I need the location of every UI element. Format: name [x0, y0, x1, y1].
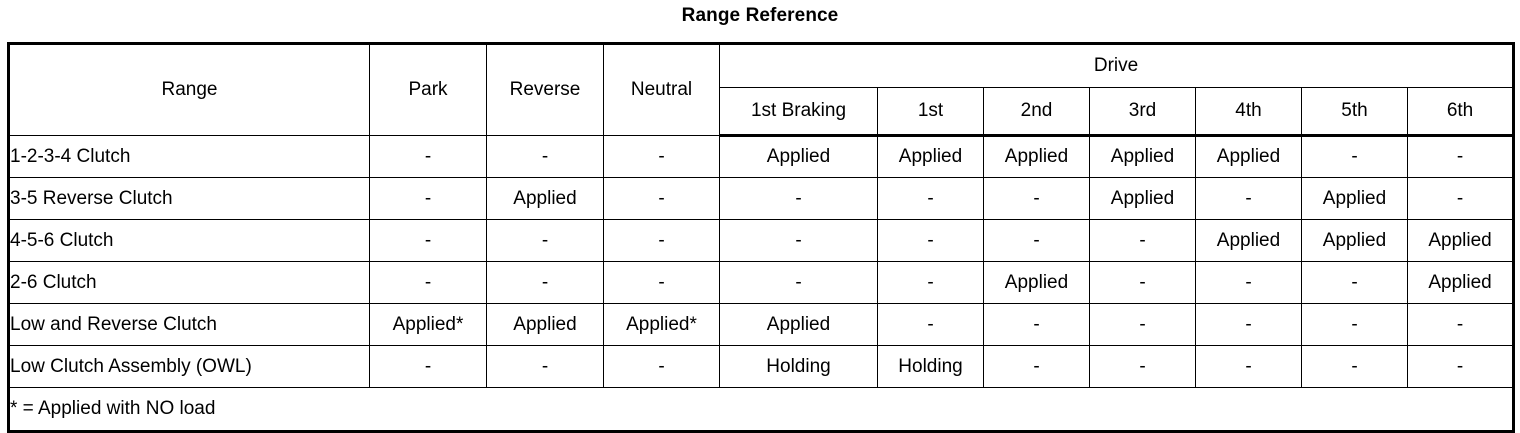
cell-5th: -: [1301, 345, 1408, 388]
cell-neutral: -: [603, 261, 720, 304]
cell-1st: -: [877, 261, 984, 304]
cell-5th: -: [1301, 261, 1408, 304]
column-header-range: Range: [8, 43, 370, 136]
cell-1st: -: [877, 219, 984, 262]
column-header-1st-braking: 1st Braking: [719, 87, 878, 137]
cell-1st-braking: -: [719, 261, 878, 304]
cell-1st: -: [877, 177, 984, 220]
cell-3rd: Applied: [1089, 135, 1196, 178]
cell-1st-braking: Applied: [719, 135, 878, 178]
cell-5th: -: [1301, 135, 1408, 178]
cell-1st: Applied: [877, 135, 984, 178]
cell-reverse: -: [486, 261, 604, 304]
cell-neutral: Applied*: [603, 303, 720, 346]
cell-4th: -: [1195, 303, 1302, 346]
column-header-neutral: Neutral: [603, 43, 720, 136]
cell-3rd: -: [1089, 345, 1196, 388]
column-header-reverse: Reverse: [486, 43, 604, 136]
cell-4th: -: [1195, 261, 1302, 304]
cell-5th: Applied: [1301, 219, 1408, 262]
table-head: Range Park Reverse Neutral Drive 1st Bra…: [8, 43, 1515, 137]
column-header-1st: 1st: [877, 87, 984, 137]
table-row: Low and Reverse Clutch Applied* Applied …: [8, 303, 1515, 346]
cell-park: -: [369, 345, 487, 388]
cell-reverse: -: [486, 345, 604, 388]
cell-park: -: [369, 219, 487, 262]
cell-4th: -: [1195, 345, 1302, 388]
table-row: 2-6 Clutch - - - - - Applied - - - Appli…: [8, 261, 1515, 304]
column-header-5th: 5th: [1301, 87, 1408, 137]
table-body: 1-2-3-4 Clutch - - - Applied Applied App…: [7, 135, 1515, 432]
cell-2nd: Applied: [983, 261, 1090, 304]
table-row: 1-2-3-4 Clutch - - - Applied Applied App…: [8, 135, 1515, 178]
cell-1st-braking: Holding: [719, 345, 878, 388]
table-row: 4-5-6 Clutch - - - - - - - Applied Appli…: [8, 219, 1515, 262]
cell-1st-braking: Applied: [719, 303, 878, 346]
page-title: Range Reference: [681, 5, 839, 26]
cell-2nd: Applied: [983, 135, 1090, 178]
cell-park: -: [369, 135, 487, 178]
column-header-park: Park: [369, 43, 487, 136]
cell-reverse: -: [486, 135, 604, 178]
table-footnote: * = Applied with NO load: [7, 387, 1515, 432]
cell-1st-braking: -: [719, 177, 878, 220]
table-footnote-row: * = Applied with NO load: [7, 387, 1515, 432]
header-row-sub: 1st Braking 1st 2nd 3rd 4th 5th 6th: [9, 87, 1515, 137]
cell-1st: -: [877, 303, 984, 346]
row-label: 4-5-6 Clutch: [8, 219, 370, 262]
row-label: 1-2-3-4 Clutch: [8, 135, 370, 178]
cell-6th: Applied: [1406, 261, 1515, 304]
column-group-header-drive: Drive: [718, 43, 1515, 88]
header-row-group: Range Park Reverse Neutral Drive: [8, 43, 1515, 136]
cell-6th: -: [1406, 135, 1515, 178]
cell-4th: Applied: [1195, 135, 1302, 178]
cell-park: -: [369, 261, 487, 304]
column-header-2nd: 2nd: [983, 87, 1090, 137]
cell-6th: Applied: [1406, 219, 1515, 262]
cell-neutral: -: [603, 177, 720, 220]
cell-2nd: -: [983, 177, 1090, 220]
cell-park: Applied*: [369, 303, 487, 346]
cell-4th: Applied: [1195, 219, 1302, 262]
cell-reverse: Applied: [486, 177, 604, 220]
cell-park: -: [369, 177, 487, 220]
cell-reverse: Applied: [486, 303, 604, 346]
cell-1st-braking: -: [719, 219, 878, 262]
cell-6th: -: [1406, 303, 1515, 346]
cell-2nd: -: [983, 345, 1090, 388]
column-header-4th: 4th: [1195, 87, 1302, 137]
range-reference-table-wrapper: Range Park Reverse Neutral Drive 1st Bra…: [7, 42, 1516, 433]
cell-reverse: -: [486, 219, 604, 262]
cell-3rd: -: [1089, 261, 1196, 304]
cell-4th: -: [1195, 177, 1302, 220]
cell-3rd: -: [1089, 303, 1196, 346]
table-row: 3-5 Reverse Clutch - Applied - - - - App…: [8, 177, 1515, 220]
cell-2nd: -: [983, 303, 1090, 346]
cell-neutral: -: [603, 135, 720, 178]
cell-3rd: -: [1089, 219, 1196, 262]
range-reference-table: Range Park Reverse Neutral Drive 1st Bra…: [7, 42, 1516, 433]
cell-6th: -: [1406, 345, 1515, 388]
row-label: 3-5 Reverse Clutch: [8, 177, 370, 220]
cell-5th: Applied: [1301, 177, 1408, 220]
row-label: Low Clutch Assembly (OWL): [8, 345, 370, 388]
row-label: 2-6 Clutch: [8, 261, 370, 304]
column-header-6th: 6th: [1406, 87, 1515, 137]
table-row: Low Clutch Assembly (OWL) - - - Holding …: [8, 345, 1515, 388]
row-label: Low and Reverse Clutch: [8, 303, 370, 346]
cell-5th: -: [1301, 303, 1408, 346]
cell-neutral: -: [603, 219, 720, 262]
cell-neutral: -: [603, 345, 720, 388]
cell-1st: Holding: [877, 345, 984, 388]
cell-2nd: -: [983, 219, 1090, 262]
cell-6th: -: [1406, 177, 1515, 220]
column-header-3rd: 3rd: [1089, 87, 1196, 137]
cell-3rd: Applied: [1089, 177, 1196, 220]
